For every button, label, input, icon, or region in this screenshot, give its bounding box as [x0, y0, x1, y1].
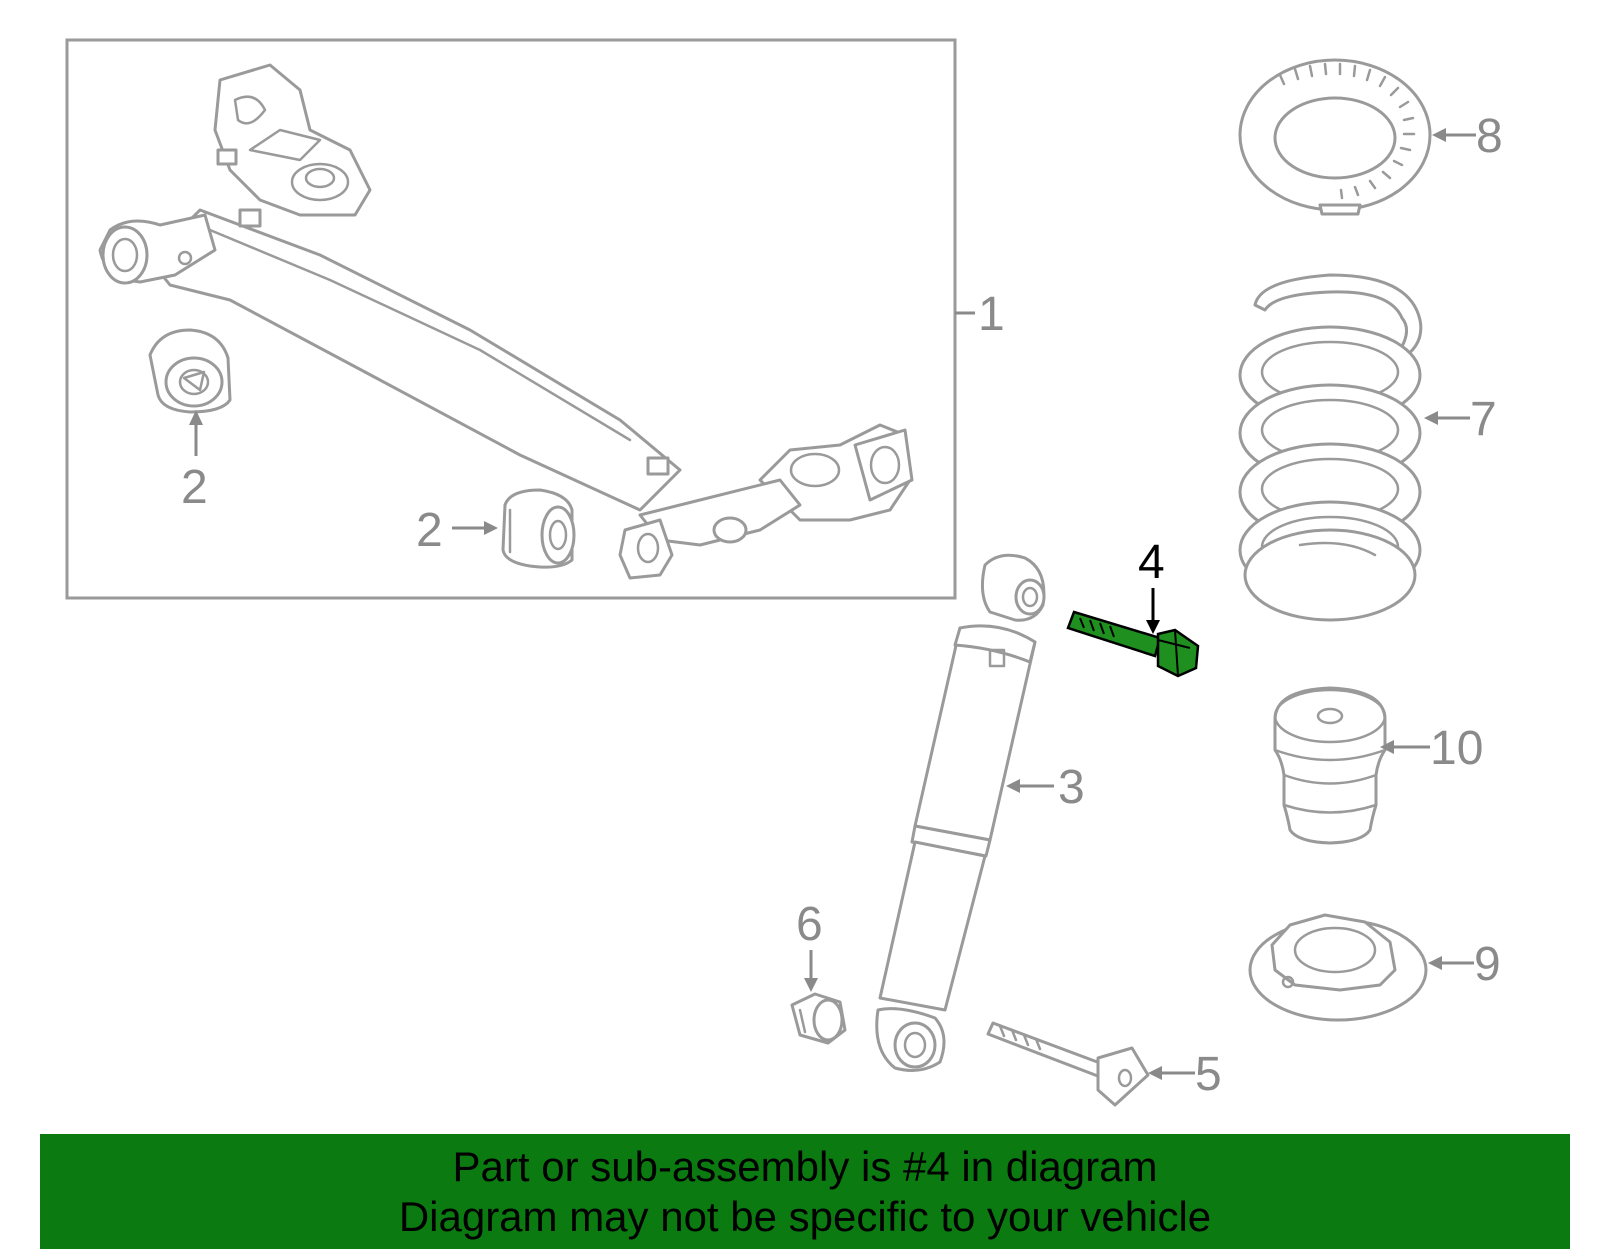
arrowhead-2b: [484, 521, 498, 535]
callout-7: 7: [1470, 393, 1497, 446]
bushing-upper[interactable]: [148, 328, 232, 414]
rear-axle-beam[interactable]: [98, 63, 914, 580]
callout-2b: 2: [416, 504, 443, 557]
arrowhead-7: [1424, 411, 1438, 425]
coil-spring[interactable]: [1238, 273, 1423, 622]
arrowhead-10: [1380, 740, 1394, 754]
callout-10: 10: [1430, 722, 1483, 775]
info-banner: Part or sub-assembly is #4 in diagram Di…: [40, 1134, 1570, 1249]
callout-6: 6: [796, 898, 823, 951]
shock-upper-bolt-highlighted[interactable]: [1066, 610, 1200, 678]
banner-line-2: Diagram may not be specific to your vehi…: [398, 1193, 1212, 1240]
callout-1: 1: [978, 288, 1005, 341]
arrowhead-5: [1148, 1066, 1162, 1080]
callout-4: 4: [1138, 536, 1165, 589]
arrowhead-6: [804, 978, 818, 992]
arrowhead-9: [1428, 956, 1442, 970]
banner-line-1: Part or sub-assembly is #4 in diagram: [452, 1143, 1158, 1190]
shock-lower-bolt[interactable]: [986, 1021, 1150, 1107]
bump-stop[interactable]: [1273, 686, 1387, 845]
lower-spring-seat[interactable]: [1248, 913, 1428, 1022]
upper-spring-seat[interactable]: [1238, 58, 1432, 216]
callout-3: 3: [1058, 761, 1085, 814]
bushing-lower[interactable]: [501, 488, 576, 569]
callout-8: 8: [1476, 110, 1503, 163]
callout-5: 5: [1195, 1048, 1222, 1101]
arrowhead-2a: [189, 410, 203, 425]
callout-2a: 2: [181, 461, 208, 514]
assembly-box: [65, 38, 957, 600]
arrowhead-4: [1146, 620, 1160, 634]
arrowhead-3: [1006, 779, 1020, 793]
shock-absorber[interactable]: [875, 553, 1046, 1072]
nut[interactable]: [790, 992, 847, 1045]
callout-9: 9: [1474, 938, 1501, 991]
arrowhead-8: [1432, 128, 1446, 142]
